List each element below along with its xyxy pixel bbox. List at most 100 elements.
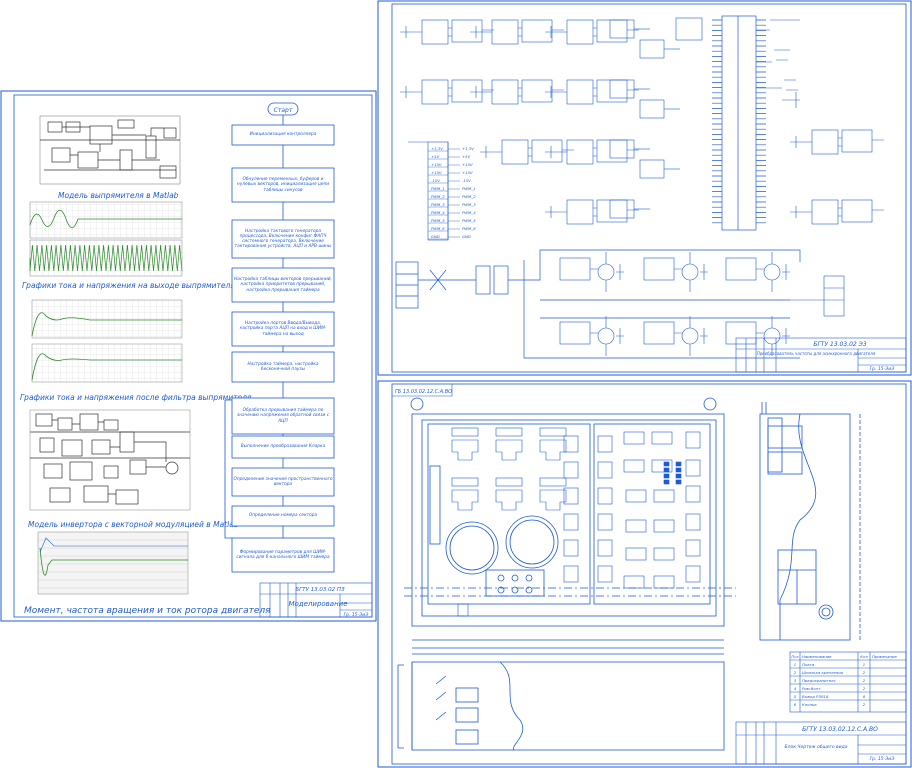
title-block-modeling <box>259 582 373 618</box>
bom-cell: 1 <box>794 662 796 667</box>
microcontroller-chip <box>712 15 766 231</box>
bom-cell: Шпилька крепления <box>802 670 844 675</box>
driver-chip <box>521 19 553 43</box>
flowchart-step-label: Настройка таблицы векторов прерываний, н… <box>234 277 332 293</box>
assembly-title-group: Гр. 15-ЭиЭ <box>870 756 896 762</box>
flowchart-step <box>231 124 335 146</box>
flowchart-step-label: Определение значения пространственного в… <box>233 476 333 487</box>
connector-signal-label: PWM_2 <box>462 194 476 199</box>
connector-pin-label: GND <box>431 234 440 239</box>
flowchart-start <box>267 102 299 116</box>
power-capacitors <box>756 19 800 108</box>
title-block-name: Моделирование <box>288 600 347 608</box>
bom-cell: Плата <box>802 662 815 667</box>
power-section <box>395 249 801 359</box>
filter-output-plots <box>31 299 183 383</box>
bom-cell: 2 <box>863 702 866 707</box>
sheet-assembly: ГБ 13.03.02.12.С.А.ВО <box>377 380 912 768</box>
driver-chip <box>531 139 563 163</box>
bom-header-cell: Поз <box>791 654 798 659</box>
connector-signal-label: PWM_3 <box>462 202 476 207</box>
driver-chip <box>451 79 483 103</box>
flowchart-step <box>231 505 335 527</box>
bom-cell: 4 <box>794 686 797 691</box>
connector-pin-labels: +3,3V+3,3V+5V+5V+15V+15V+15V+15V-15V-15V… <box>428 146 476 240</box>
flowchart-step-label: Формирование параметров для ШИМ-сигнала … <box>236 549 330 560</box>
front-components <box>451 427 701 617</box>
bom-cell: 6 <box>794 702 797 707</box>
bom-cell: 5 <box>794 694 797 699</box>
schematic-title-code: БГТУ 13.03.02 Э3 <box>813 341 867 348</box>
driver-chip <box>841 129 873 153</box>
caption-filter-graphs: Графики тока и напряжения после фильтра … <box>20 393 252 402</box>
connector-pin-label: PWM_6 <box>431 226 445 231</box>
title-block-group: Гр. 15-ЭиЭ <box>344 612 370 618</box>
rectifier-model-diagram <box>39 115 181 185</box>
connector-pin-label: +15V <box>431 162 442 167</box>
flowchart-step-label: Настройка таймера, настройка бесконечной… <box>247 361 319 372</box>
bom-cell: 8 <box>863 694 866 699</box>
caption-motor-graphs: Момент, частота вращения и ток ротора дв… <box>24 606 271 616</box>
connector-signal-label: PWM_4 <box>462 210 476 215</box>
flowchart-step-label: Определение номера сектора <box>248 513 318 519</box>
connector-pin-label: +3,3V <box>431 146 443 151</box>
flowchart-step <box>231 435 335 459</box>
bom-cell: Рим-болт <box>802 686 821 691</box>
bom-cell: 1 <box>863 662 865 667</box>
connector-signal-label: PWM_1 <box>462 186 476 191</box>
flowchart-step-label: Выполнение преобразования Кларка <box>240 444 326 450</box>
flowchart-start-label: Старт <box>274 107 293 114</box>
output-terminal <box>790 275 845 317</box>
connector-signal-label: GND <box>462 234 471 239</box>
enclosure-front-view <box>404 397 736 649</box>
inverter-model-diagram <box>29 409 191 511</box>
bom-cell: 2 <box>863 678 866 683</box>
flowchart-step-label: Обработка прерывания таймера по значению… <box>236 408 330 424</box>
connector-signal-label: +15V <box>462 170 473 175</box>
flowchart-step-label: Настройка портов Ввода/Вывода, настройка… <box>239 321 327 337</box>
driver-chip <box>521 79 553 103</box>
connector-signal-label: PWM_5 <box>462 218 476 223</box>
rectifier-output-plots <box>29 201 183 277</box>
flowchart-step-label: Настройка тактового генератора процессор… <box>234 228 332 250</box>
bom-cell: Предохранитель <box>802 678 836 683</box>
connector-signal-label: +3,3V <box>462 146 474 151</box>
title-block-code: БГТУ 13.03.02 ПЗ <box>295 587 345 593</box>
flowchart-step-label: Инициализация контроллера <box>249 132 317 138</box>
connector-pin-label: -15V <box>431 178 440 183</box>
bom-cell: Кнопка <box>802 702 817 707</box>
bom-cell: 2 <box>794 670 797 675</box>
flowchart-step <box>231 397 335 435</box>
title-block-schematic <box>735 337 907 373</box>
bom-header-cell: Примечание <box>872 654 897 659</box>
flowchart-step <box>231 219 335 259</box>
bill-of-materials <box>789 651 907 713</box>
flowchart-step <box>231 311 335 347</box>
connector-signal-label: +5V <box>462 154 471 159</box>
connector-pin-label: PWM_3 <box>431 202 445 207</box>
title-block-assembly <box>735 721 907 765</box>
schematic-title-name: Преобразователь частоты для асинхронного… <box>757 351 876 356</box>
assembly-header-code: ГБ 13.03.02.12.С.А.ВО <box>395 389 452 395</box>
connector-signal-label: +15V <box>462 162 473 167</box>
connector-pin-label: PWM_5 <box>431 218 445 223</box>
bom-cell: 2 <box>863 670 866 675</box>
connector-pin-label: PWM_2 <box>431 194 445 199</box>
connector-pin-label: PWM_4 <box>431 210 445 215</box>
bom-header-cell: Наименование <box>802 654 832 659</box>
sheet-schematic: +3,3V+3,3V+5V+5V+15V+15V+15V+15V-15V-15V… <box>377 0 912 376</box>
flowchart-step-label: Обнуление переменных, буферов и нулевых … <box>236 177 330 193</box>
connector-signal-label: PWM_6 <box>462 226 476 231</box>
flowchart-step <box>231 167 335 203</box>
bom-cell: Вывод РЛ818 <box>802 694 829 699</box>
connector-pin-label: +5V <box>431 154 440 159</box>
flowchart-step <box>231 467 335 497</box>
assembly-title-code: БГТУ 13.03.02.12.С.А.ВО <box>802 726 878 733</box>
flowchart-step <box>231 537 335 573</box>
enclosure-bottom-view <box>397 653 725 751</box>
rectifier-voltage-wave <box>29 244 183 272</box>
connector-signal-label: -15V <box>462 178 471 183</box>
bom-cell: 3 <box>794 678 797 683</box>
